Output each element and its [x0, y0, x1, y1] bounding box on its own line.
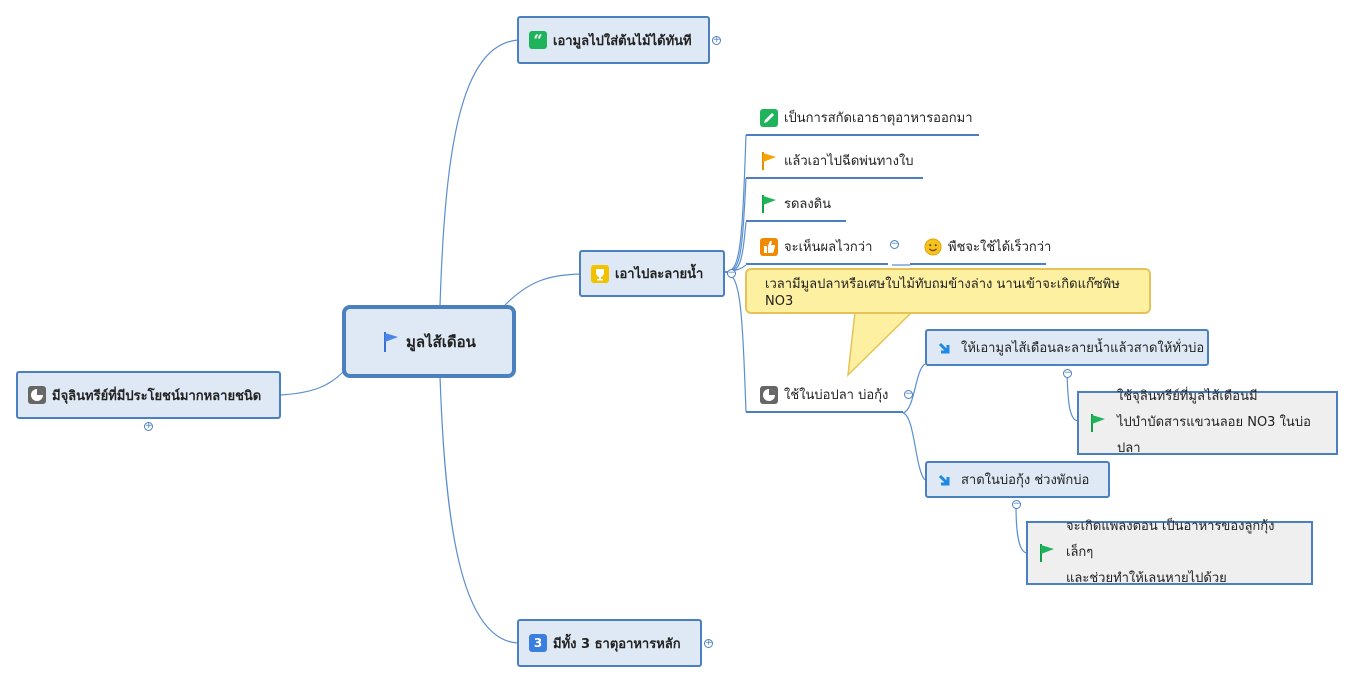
subtopic-faster-results[interactable]: จะเห็นผลไวกว่า — [746, 233, 888, 265]
note-treat-no3-line2: ไปบำบัดสารแขวนลอย NO3 ในบ่อปลา — [1117, 415, 1311, 456]
note-plankton[interactable]: จะเกิดแพลงตอน เป็นอาหารของลูกกุ้งเล็กๆ แ… — [1026, 519, 1313, 586]
topic-microorganisms-label: มีจุลินทรีย์ที่มีประโยชน์มากหลายชนิด — [52, 388, 262, 404]
blue-flag-icon — [382, 331, 400, 352]
note-treat-no3[interactable]: ใช้จุลินทรีย์ที่มูลไส้เดือนมี ไปบำบัดสาร… — [1077, 389, 1338, 456]
subtopic-water-soil[interactable]: รดลงดิน — [746, 190, 846, 222]
orange-flag-icon — [760, 151, 778, 170]
subtopic-splash-pond[interactable]: ให้เอามูลไส้เดือนละลายน้ำแล้วสาดให้ทั่วบ… — [925, 329, 1209, 366]
pie-chart-icon — [760, 385, 778, 404]
note-plankton-line1: จะเกิดแพลงตอน เป็นอาหารของลูกกุ้งเล็กๆ — [1066, 519, 1275, 560]
green-flag-icon — [1038, 544, 1056, 562]
subtopic-plants-use-faster-label: พืชจะใช้ได้เร็วกว่า — [948, 240, 1052, 255]
callout-no3-warning[interactable]: เวลามีมูลปลาหรือเศษใบไม้ทับถมข้างล่าง นา… — [745, 268, 1151, 314]
topic-three-nutrients[interactable]: 3 มีทั้ง 3 ธาตุอาหารหลัก — [517, 619, 702, 667]
collapse-toggle-shrimp-rest[interactable]: − — [1012, 499, 1021, 509]
green-flag-icon — [760, 194, 778, 213]
subtopic-splash-pond-label: ให้เอามูลไส้เดือนละลายน้ำแล้วสาดให้ทั่วบ… — [961, 341, 1205, 356]
subtopic-foliar-spray[interactable]: แล้วเอาไปฉีดพ่นทางใบ — [746, 147, 923, 179]
central-topic[interactable]: มูลไส้เดือน — [342, 305, 516, 378]
subtopic-shrimp-rest-label: สาดในบ่อกุ้ง ช่วงพักบ่อ — [961, 473, 1090, 488]
pencil-icon — [760, 108, 778, 127]
collapse-toggle-ponds[interactable]: − — [904, 389, 913, 399]
subtopic-fish-shrimp-ponds-label: ใช้ในบ่อปลา บ่อกุ้ง — [784, 388, 889, 403]
subtopic-shrimp-rest[interactable]: สาดในบ่อกุ้ง ช่วงพักบ่อ — [925, 461, 1110, 498]
subtopic-plants-use-faster[interactable]: พืชจะใช้ได้เร็วกว่า — [910, 233, 1051, 265]
topic-use-directly[interactable]: “ เอามูลไปใส่ต้นไม้ได้ทันที — [517, 16, 710, 64]
note-plankton-text: จะเกิดแพลงตอน เป็นอาหารของลูกกุ้งเล็กๆ แ… — [1066, 514, 1301, 592]
collapse-toggle-faster[interactable]: − — [890, 239, 899, 249]
green-flag-icon — [1089, 414, 1107, 432]
expand-toggle-left[interactable]: + — [144, 421, 153, 431]
note-plankton-line2: และช่วยทำให้เลนหายไปด้วย — [1066, 571, 1227, 586]
callout-no3-warning-text: เวลามีมูลปลาหรือเศษใบไม้ทับถมข้างล่าง นา… — [765, 277, 1120, 309]
svg-text:“: “ — [533, 31, 542, 49]
note-treat-no3-text: ใช้จุลินทรีย์ที่มูลไส้เดือนมี ไปบำบัดสาร… — [1117, 384, 1326, 462]
subtopic-fish-shrimp-ponds[interactable]: ใช้ในบ่อปลา บ่อกุ้ง — [746, 381, 903, 413]
note-treat-no3-line1: ใช้จุลินทรีย์ที่มูลไส้เดือนมี — [1117, 389, 1258, 404]
expand-toggle-bottom[interactable]: + — [704, 638, 713, 648]
expand-toggle-top[interactable]: + — [712, 35, 721, 45]
trophy-icon — [591, 264, 609, 283]
collapse-toggle-splash-pond[interactable]: − — [1063, 368, 1072, 378]
subtopic-extract-nutrients-label: เป็นการสกัดเอาธาตุอาหารออกมา — [784, 111, 973, 126]
topic-dissolve-water[interactable]: เอาไปละลายน้ำ — [579, 250, 725, 297]
pie-chart-icon — [28, 386, 46, 404]
topic-three-nutrients-label: มีทั้ง 3 ธาตุอาหารหลัก — [553, 636, 681, 652]
central-topic-label: มูลไส้เดือน — [406, 332, 476, 351]
topic-dissolve-water-label: เอาไปละลายน้ำ — [615, 267, 704, 282]
topic-microorganisms[interactable]: มีจุลินทรีย์ที่มีประโยชน์มากหลายชนิด — [16, 371, 281, 419]
subtopic-faster-results-label: จะเห็นผลไวกว่า — [784, 240, 873, 255]
collapse-toggle-middle[interactable]: − — [727, 268, 736, 278]
subtopic-foliar-spray-label: แล้วเอาไปฉีดพ่นทางใบ — [784, 154, 914, 169]
subtopic-extract-nutrients[interactable]: เป็นการสกัดเอาธาตุอาหารออกมา — [746, 104, 979, 136]
smiley-icon — [924, 237, 942, 256]
arrow-down-right-icon — [937, 339, 955, 357]
number-3-icon: 3 — [529, 634, 547, 652]
number-3-badge: 3 — [533, 636, 543, 650]
topic-use-directly-label: เอามูลไปใส่ต้นไม้ได้ทันที — [553, 33, 692, 49]
subtopic-water-soil-label: รดลงดิน — [784, 197, 832, 212]
arrow-down-right-icon — [937, 471, 955, 489]
thumbs-up-icon — [760, 237, 778, 256]
quote-icon: “ — [529, 31, 547, 49]
